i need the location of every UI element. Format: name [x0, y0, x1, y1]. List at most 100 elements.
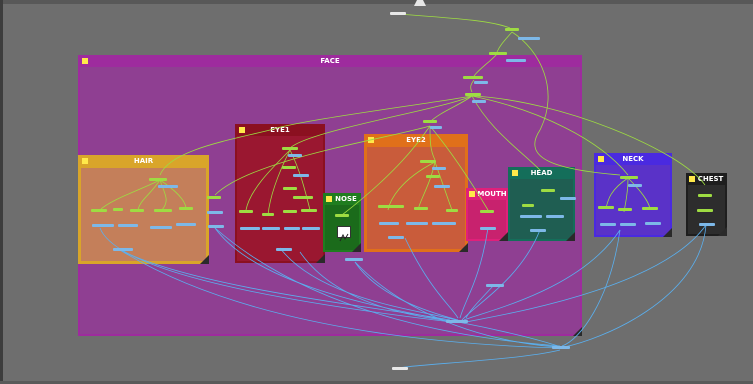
graph-node[interactable]: [113, 248, 133, 251]
graph-node[interactable]: [480, 227, 496, 230]
graph-node[interactable]: [522, 204, 534, 207]
graph-node[interactable]: [430, 126, 442, 129]
graph-node[interactable]: [618, 208, 632, 211]
graph-node[interactable]: [207, 196, 221, 199]
graph-node[interactable]: [262, 227, 280, 230]
graph-node[interactable]: [486, 284, 504, 287]
graph-node[interactable]: [518, 37, 540, 40]
graph-node[interactable]: [446, 209, 458, 212]
graph-node[interactable]: [414, 207, 428, 210]
graph-node[interactable]: [432, 222, 456, 225]
graph-node[interactable]: [520, 215, 542, 218]
graph-node[interactable]: [276, 248, 292, 251]
graph-node[interactable]: [176, 223, 196, 226]
wire-blue: [99, 227, 453, 323]
graph-node[interactable]: [628, 184, 642, 187]
graph-node[interactable]: [282, 147, 298, 150]
graph-node[interactable]: [158, 185, 178, 188]
graph-node[interactable]: [642, 207, 658, 210]
graph-node[interactable]: [472, 100, 486, 103]
graph-node[interactable]: [293, 196, 313, 199]
resize-corner-icon[interactable]: [566, 232, 575, 241]
graph-node[interactable]: [600, 223, 616, 226]
graph-node[interactable]: [505, 28, 519, 31]
resize-corner-icon[interactable]: [352, 243, 361, 252]
graph-node[interactable]: [489, 52, 507, 55]
graph-node[interactable]: [91, 209, 107, 212]
graph-node[interactable]: [301, 209, 317, 212]
graph-node[interactable]: [546, 215, 564, 218]
graph-node[interactable]: [552, 346, 570, 349]
graph-node[interactable]: [283, 187, 297, 190]
graph-node[interactable]: [130, 209, 144, 212]
graph-node[interactable]: [426, 175, 440, 178]
graph-node[interactable]: [463, 76, 483, 79]
wire-green: [159, 95, 473, 176]
graph-node[interactable]: [388, 236, 404, 239]
image-thumbnail-icon[interactable]: [337, 226, 351, 242]
group-neck-header[interactable]: NECK: [594, 153, 672, 165]
graph-node[interactable]: [645, 222, 661, 225]
group-chest-header[interactable]: CHEST: [686, 173, 727, 185]
graph-node[interactable]: [208, 225, 224, 228]
graph-node[interactable]: [378, 205, 404, 208]
graph-node[interactable]: [282, 166, 296, 169]
graph-node[interactable]: [239, 210, 253, 213]
graph-node[interactable]: [423, 120, 437, 123]
canvas-scroll-indicator-icon[interactable]: [412, 0, 428, 6]
graph-node[interactable]: [698, 194, 712, 197]
resize-corner-icon[interactable]: [718, 227, 727, 236]
graph-node[interactable]: [530, 229, 546, 232]
group-eye2[interactable]: EYE2: [364, 134, 468, 252]
graph-node[interactable]: [240, 227, 260, 230]
graph-node[interactable]: [345, 258, 363, 261]
graph-node[interactable]: [432, 167, 446, 170]
graph-node[interactable]: [699, 223, 715, 226]
graph-node[interactable]: [541, 189, 555, 192]
graph-node[interactable]: [154, 209, 172, 212]
output-node[interactable]: [392, 367, 408, 370]
graph-node[interactable]: [288, 154, 302, 157]
graph-node[interactable]: [92, 224, 114, 227]
graph-node[interactable]: [406, 222, 428, 225]
resize-corner-icon[interactable]: [316, 254, 325, 263]
graph-node[interactable]: [149, 178, 167, 181]
group-hair-header[interactable]: HAIR: [78, 155, 209, 167]
graph-node[interactable]: [118, 224, 138, 227]
graph-node[interactable]: [293, 174, 309, 177]
graph-node[interactable]: [335, 214, 349, 217]
graph-node[interactable]: [379, 222, 399, 225]
graph-node[interactable]: [207, 211, 223, 214]
graph-node[interactable]: [465, 93, 481, 96]
group-head-header[interactable]: HEAD: [508, 167, 575, 179]
resize-corner-icon[interactable]: [573, 327, 582, 336]
graph-node[interactable]: [420, 160, 436, 163]
graph-node[interactable]: [620, 176, 638, 179]
graph-node[interactable]: [113, 208, 123, 211]
graph-node[interactable]: [446, 320, 468, 323]
graph-node[interactable]: [697, 209, 713, 212]
graph-node[interactable]: [598, 206, 614, 209]
input-node[interactable]: [390, 12, 406, 15]
wire-green: [605, 177, 629, 209]
resize-corner-icon[interactable]: [663, 228, 672, 237]
graph-node[interactable]: [506, 59, 526, 62]
graph-node[interactable]: [560, 197, 576, 200]
group-nose-header[interactable]: NOSE: [323, 193, 361, 205]
group-eye1-header[interactable]: EYE1: [235, 124, 325, 136]
graph-node[interactable]: [434, 185, 450, 188]
graph-node[interactable]: [474, 81, 488, 84]
graph-node[interactable]: [150, 226, 172, 229]
group-face-header[interactable]: FACE: [78, 55, 582, 67]
resize-corner-icon[interactable]: [200, 255, 209, 264]
graph-node[interactable]: [179, 207, 193, 210]
graph-node[interactable]: [302, 227, 320, 230]
graph-node[interactable]: [620, 223, 636, 226]
graph-node[interactable]: [284, 227, 300, 230]
group-mouth-header[interactable]: MOUTH: [466, 188, 508, 200]
graph-node[interactable]: [262, 213, 274, 216]
graph-node[interactable]: [480, 210, 494, 213]
resize-corner-icon[interactable]: [459, 243, 468, 252]
resize-corner-icon[interactable]: [499, 232, 508, 241]
graph-node[interactable]: [283, 210, 297, 213]
